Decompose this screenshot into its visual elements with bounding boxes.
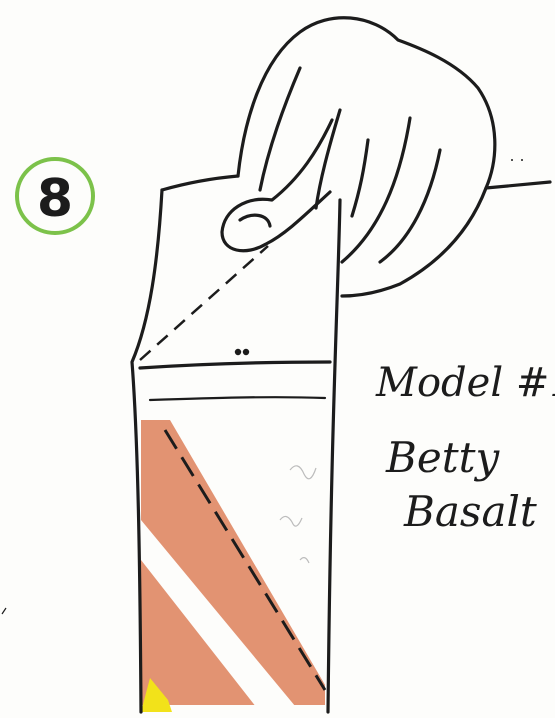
model-label: Model #1 Betty Basalt bbox=[375, 360, 555, 536]
pencil-dot bbox=[521, 159, 523, 161]
finger-line bbox=[342, 118, 410, 262]
stray-mark bbox=[2, 608, 6, 614]
pencil-dot bbox=[511, 159, 513, 161]
zip-dot bbox=[244, 350, 247, 353]
label-model-number: Model #1 bbox=[375, 360, 555, 406]
step-badge: 8 bbox=[17, 159, 93, 233]
bag-top-edge bbox=[162, 176, 238, 190]
wrist-lower-line bbox=[342, 188, 486, 296]
step-number: 8 bbox=[37, 169, 73, 229]
bag-seal-line bbox=[140, 362, 330, 368]
finger-line bbox=[260, 68, 300, 190]
zip-dot bbox=[236, 350, 239, 353]
bag-fill-line bbox=[150, 397, 325, 400]
bag-right-edge bbox=[328, 200, 340, 712]
thumbnail bbox=[240, 215, 270, 226]
fold-dashed-line bbox=[140, 246, 268, 360]
hand bbox=[222, 18, 550, 296]
label-last-name: Basalt bbox=[403, 487, 537, 536]
label-first-name: Betty bbox=[385, 433, 500, 482]
thumb-outline bbox=[222, 120, 332, 251]
finger-line bbox=[380, 150, 440, 262]
texture-scribble bbox=[280, 466, 316, 563]
finger-line bbox=[352, 140, 368, 216]
